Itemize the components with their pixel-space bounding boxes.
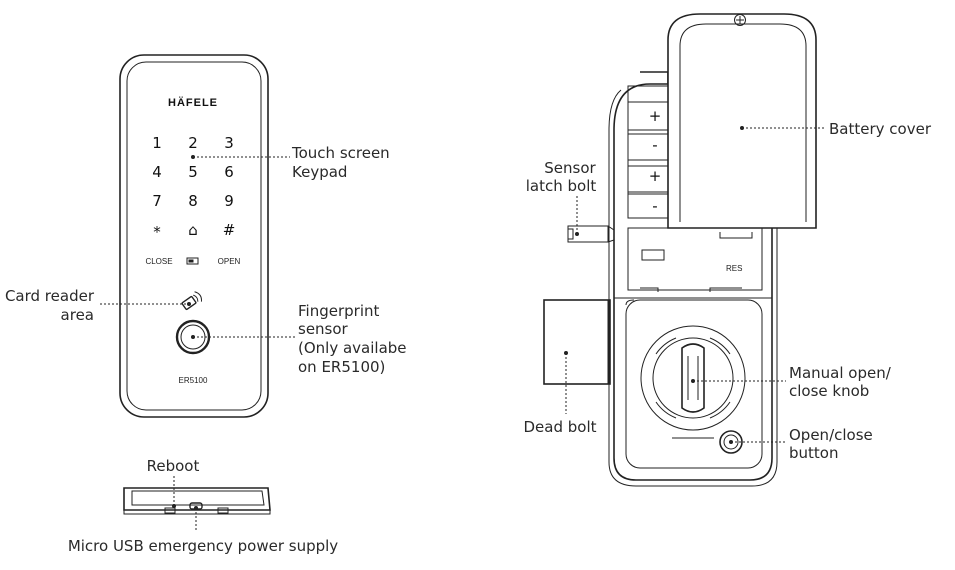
card-reader-label: Card reader	[5, 287, 95, 305]
key-home-icon[interactable]: ⌂	[188, 221, 198, 239]
key-2[interactable]: 2	[188, 134, 198, 152]
key-hash[interactable]: #	[223, 221, 236, 239]
button-label: button	[789, 444, 838, 462]
fingerprint-note-label: (Only availabe	[298, 339, 407, 357]
manual-knob[interactable]	[640, 325, 746, 439]
card-reader-icon	[181, 291, 202, 311]
micro-usb-label: Micro USB emergency power supply	[68, 537, 338, 555]
keypad-label: Keypad	[292, 163, 347, 181]
close-key[interactable]: CLOSE	[145, 257, 172, 266]
latch-bolt-label: latch bolt	[526, 177, 597, 195]
dead-bolt	[543, 299, 611, 385]
card-reader-area-label: area	[61, 306, 94, 324]
sensor-label: Sensor	[544, 159, 596, 177]
sensor-latch-bolt	[567, 225, 615, 243]
key-1[interactable]: 1	[152, 134, 162, 152]
fingerprint-model-label: on ER5100)	[298, 358, 385, 376]
model-label: ER5100	[179, 376, 208, 385]
key-3[interactable]: 3	[224, 134, 234, 152]
manual-knob-label: Manual open/	[789, 364, 892, 382]
brand-logo: HÄFELE	[168, 96, 218, 109]
touch-screen-label: Touch screen	[291, 144, 390, 162]
dead-bolt-label: Dead bolt	[523, 418, 596, 436]
battery-cover-label: Battery cover	[829, 120, 932, 138]
rear-panel: + - + - RES	[543, 13, 817, 487]
battery-minus-2: -	[652, 197, 657, 215]
close-knob-label: close knob	[789, 382, 869, 400]
key-8[interactable]: 8	[188, 192, 198, 210]
reboot-label: Reboot	[147, 457, 200, 475]
reset-label[interactable]: RES	[726, 264, 742, 273]
battery-plus-1: +	[649, 107, 662, 125]
key-6[interactable]: 6	[224, 163, 234, 181]
open-close-button[interactable]	[719, 430, 743, 454]
key-9[interactable]: 9	[224, 192, 234, 210]
key-4[interactable]: 4	[152, 163, 162, 181]
front-panel: HÄFELE 1 2 3 4 5 6 7 8 9 * ⌂ # CLOSE OPE…	[119, 54, 269, 418]
battery-cover	[667, 13, 817, 229]
key-star[interactable]: *	[153, 223, 161, 241]
key-5[interactable]: 5	[188, 163, 198, 181]
screw-icon	[734, 14, 746, 26]
open-close-label: Open/close	[789, 426, 873, 444]
battery-plus-2: +	[649, 167, 662, 185]
fingerprint-sensor-label: sensor	[298, 320, 349, 338]
battery-minus-1: -	[652, 136, 657, 154]
key-7[interactable]: 7	[152, 192, 162, 210]
keypad: 1 2 3 4 5 6 7 8 9 * ⌂ #	[152, 134, 235, 241]
battery-icon	[186, 257, 199, 265]
fingerprint-label: Fingerprint	[298, 302, 379, 320]
bottom-view	[123, 487, 271, 515]
open-key[interactable]: OPEN	[218, 257, 241, 266]
